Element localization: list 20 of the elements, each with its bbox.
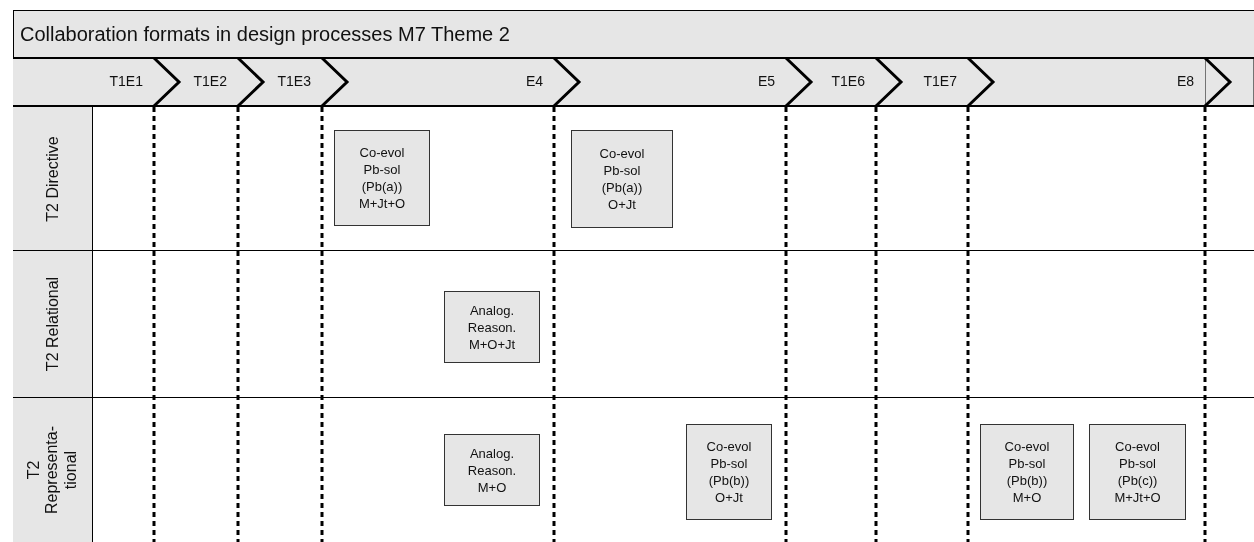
activity-box: Co-evol Pb-sol (Pb(a)) M+Jt+O: [334, 130, 430, 226]
activity-box: Analog. Reason. M+O+Jt: [444, 291, 540, 363]
lane-title: T2 Relational: [43, 275, 62, 374]
phase-segment: E4: [322, 58, 554, 106]
phase-segment: T1E6: [786, 58, 876, 106]
activity-box: Co-evol Pb-sol (Pb(c)) M+Jt+O: [1089, 424, 1186, 520]
phase-segment: T1E7: [876, 58, 968, 106]
lane-title: T2 Representa- tional: [24, 425, 80, 517]
activity-box: Co-evol Pb-sol (Pb(b)) O+Jt: [686, 424, 772, 520]
swimlane: [13, 106, 1254, 250]
swimlane: [13, 250, 1254, 397]
lane-title: T2 Directive: [43, 134, 62, 224]
activity-box: Co-evol Pb-sol (Pb(b)) M+O: [980, 424, 1074, 520]
phase-segment: T1E2: [154, 58, 238, 106]
phase-segment: T1E1: [13, 58, 154, 106]
activity-box: Analog. Reason. M+O: [444, 434, 540, 506]
swimlane: [13, 397, 1254, 542]
activity-box: Co-evol Pb-sol (Pb(a)) O+Jt: [571, 130, 673, 228]
phase-segment: E5: [554, 58, 786, 106]
phase-segment: T1E3: [238, 58, 322, 106]
